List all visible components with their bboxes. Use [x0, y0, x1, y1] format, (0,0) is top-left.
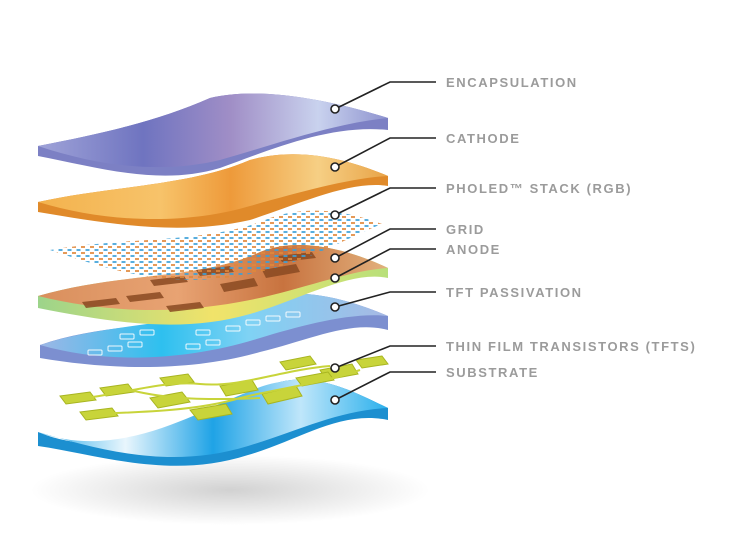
substrate-layer: [38, 379, 388, 466]
leader-anode: [334, 248, 436, 279]
label-tft-passivation: TFT PASSIVATION: [446, 285, 583, 300]
label-substrate: SUBSTRATE: [446, 365, 539, 380]
leader-tft-passivation: [334, 291, 436, 308]
substrate-shadow: [30, 455, 430, 525]
label-pholed-stack: PHOLED™ STACK (RGB): [446, 181, 633, 196]
label-grid: GRID: [446, 222, 485, 237]
label-anode: ANODE: [446, 242, 501, 257]
leader-encapsulation: [334, 81, 436, 110]
cathode-layer: [38, 154, 388, 228]
leader-grid: [334, 228, 436, 259]
leader-lines: [334, 81, 436, 401]
tft-passivation-layer: [40, 293, 388, 368]
label-encapsulation: ENCAPSULATION: [446, 75, 578, 90]
leader-tft: [334, 345, 436, 369]
label-cathode: CATHODE: [446, 131, 521, 146]
leader-endpoints: [330, 104, 340, 405]
encapsulation-layer: [38, 93, 388, 176]
leader-cathode: [334, 137, 436, 168]
leader-substrate: [334, 371, 436, 401]
label-thin-film-transistors: THIN FILM TRANSISTORS (TFTS): [446, 339, 697, 354]
pholed-grid-layer: [50, 210, 382, 280]
leader-pholed: [334, 187, 436, 216]
tft-layer: [59, 355, 389, 421]
